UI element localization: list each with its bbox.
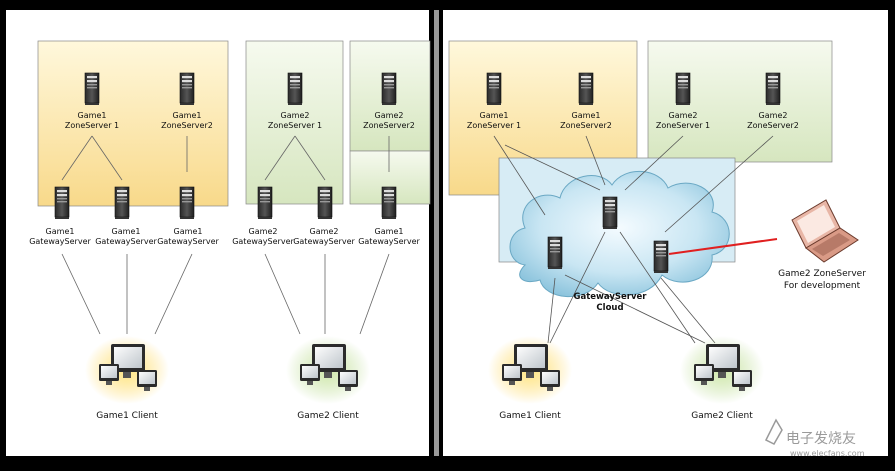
- client-label: Game1 Client: [499, 411, 561, 421]
- gateway-cloud: [509, 170, 730, 297]
- right-links: [493, 135, 774, 344]
- server-icon: [486, 72, 502, 106]
- dev-label-line2: For development: [784, 281, 861, 291]
- gateway-label-line2: GatewayServer: [232, 237, 294, 246]
- zone-label-line2: ZoneServer2: [363, 121, 415, 130]
- zone-label-line1: Game1: [173, 111, 202, 120]
- laptop-icon: [791, 199, 859, 263]
- server-icon: [84, 72, 100, 106]
- client-label: Game2 Client: [691, 411, 753, 421]
- gateway-label-line2: GatewayServer: [293, 237, 355, 246]
- zone-label-line2: ZoneServer2: [161, 121, 213, 130]
- gateway-label-line2: GatewayServer: [358, 237, 420, 246]
- left-links: [61, 135, 390, 335]
- gateway-label-line2: GatewayServer: [29, 237, 91, 246]
- server-icon: [675, 72, 691, 106]
- dev-label-line1: Game2 ZoneServer: [778, 269, 866, 279]
- gateway-label-line2: GatewayServer: [95, 237, 157, 246]
- dev-link: [668, 238, 778, 255]
- client-label: Game1 Client: [96, 411, 158, 421]
- cloud-label-line1: GatewayServer: [574, 292, 648, 302]
- zone-label-line2: ZoneServer 1: [268, 121, 322, 130]
- zone-label-line1: Game2: [281, 111, 310, 120]
- gateway-label-line1: Game2: [249, 227, 278, 236]
- gateway-label-line1: Game1: [112, 227, 141, 236]
- gateway-label-line1: Game1: [375, 227, 404, 236]
- cloud-label-line2: Cloud: [596, 303, 623, 313]
- gateway-label-line1: Game1: [46, 227, 75, 236]
- gateway-label-line1: Game2: [310, 227, 339, 236]
- zone-label-line2: ZoneServer 1: [656, 121, 710, 130]
- watermark: 电子发烧友 www.elecfans.com: [764, 418, 865, 458]
- zone-label-line1: Game1: [78, 111, 107, 120]
- game1-zone-box: [37, 40, 229, 207]
- server-icon: [381, 186, 397, 220]
- zone-label-line1: Game2: [669, 111, 698, 120]
- server-icon: [578, 72, 594, 106]
- zone-label-line1: Game1: [480, 111, 509, 120]
- server-icon: [114, 186, 130, 220]
- zone-label-line1: Game2: [759, 111, 788, 120]
- server-icon: [179, 186, 195, 220]
- watermark-text: 电子发烧友: [786, 431, 856, 447]
- zone-label-line2: ZoneServer 1: [65, 121, 119, 130]
- game2-zone-box: [245, 40, 344, 205]
- watermark-logo-icon: [764, 418, 783, 445]
- server-icon: [653, 240, 669, 274]
- client-label: Game2 Client: [297, 411, 359, 421]
- gateway-label-line1: Game1: [174, 227, 203, 236]
- server-icon: [317, 186, 333, 220]
- zone-label-line1: Game2: [375, 111, 404, 120]
- zone-label-line2: ZoneServer2: [560, 121, 612, 130]
- panel-divider: [434, 10, 439, 456]
- game2-zone-box: [647, 40, 833, 163]
- server-icon: [179, 72, 195, 106]
- zone-label-line2: ZoneServer 1: [467, 121, 521, 130]
- watermark-url: www.elecfans.com: [790, 449, 865, 458]
- server-icon: [287, 72, 303, 106]
- zone-label-line1: Game1: [572, 111, 601, 120]
- server-icon: [257, 186, 273, 220]
- server-icon: [54, 186, 70, 220]
- server-icon: [381, 72, 397, 106]
- server-icon: [765, 72, 781, 106]
- server-icon: [547, 236, 563, 270]
- server-icon: [602, 196, 618, 230]
- zone-label-line2: ZoneServer2: [747, 121, 799, 130]
- gateway-label-line2: GatewayServer: [157, 237, 219, 246]
